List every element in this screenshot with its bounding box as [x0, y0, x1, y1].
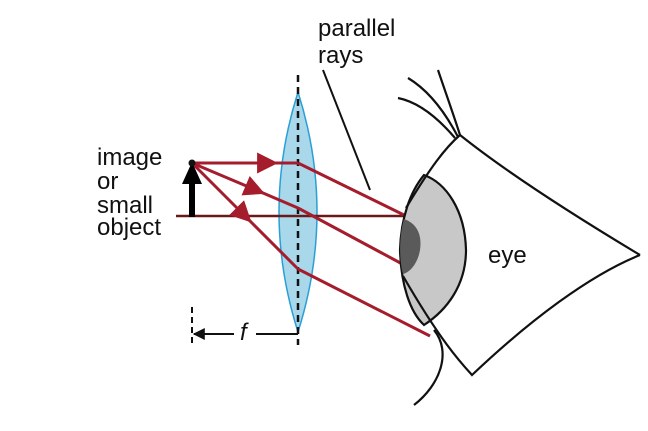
- object-label-line3: small: [97, 192, 154, 219]
- parallel-rays-label-line1: parallel: [318, 15, 396, 42]
- object-tip-dot: [188, 159, 196, 167]
- parallel-rays-label-line2: rays: [318, 42, 364, 69]
- object-label-line4: object: [97, 214, 162, 241]
- parallel-ray-2: [297, 206, 407, 268]
- arrow-up-head: [182, 162, 202, 184]
- parallel-rays-pointer: [322, 69, 371, 191]
- focal-length-label: f: [240, 319, 247, 346]
- eyelashes: [397, 69, 462, 139]
- object-label-line2: or: [97, 168, 119, 195]
- object-label-line1: image: [97, 144, 163, 171]
- ray-mid-incoming: [191, 161, 265, 196]
- rays: [190, 152, 431, 338]
- eye-pupil: [400, 219, 421, 274]
- parallel-ray-3: [297, 267, 431, 338]
- eye-upper-lid: [405, 133, 641, 256]
- ray-low-incoming: [190, 161, 252, 223]
- eye-label: eye: [488, 242, 527, 269]
- parallel-ray-1: [297, 161, 407, 218]
- eye-lower-lid: [402, 253, 641, 377]
- eye-icon: [397, 69, 641, 406]
- ray-mid-continue: [255, 188, 299, 210]
- eye-lower-fold: [413, 329, 444, 406]
- ray-low-continue: [244, 215, 300, 271]
